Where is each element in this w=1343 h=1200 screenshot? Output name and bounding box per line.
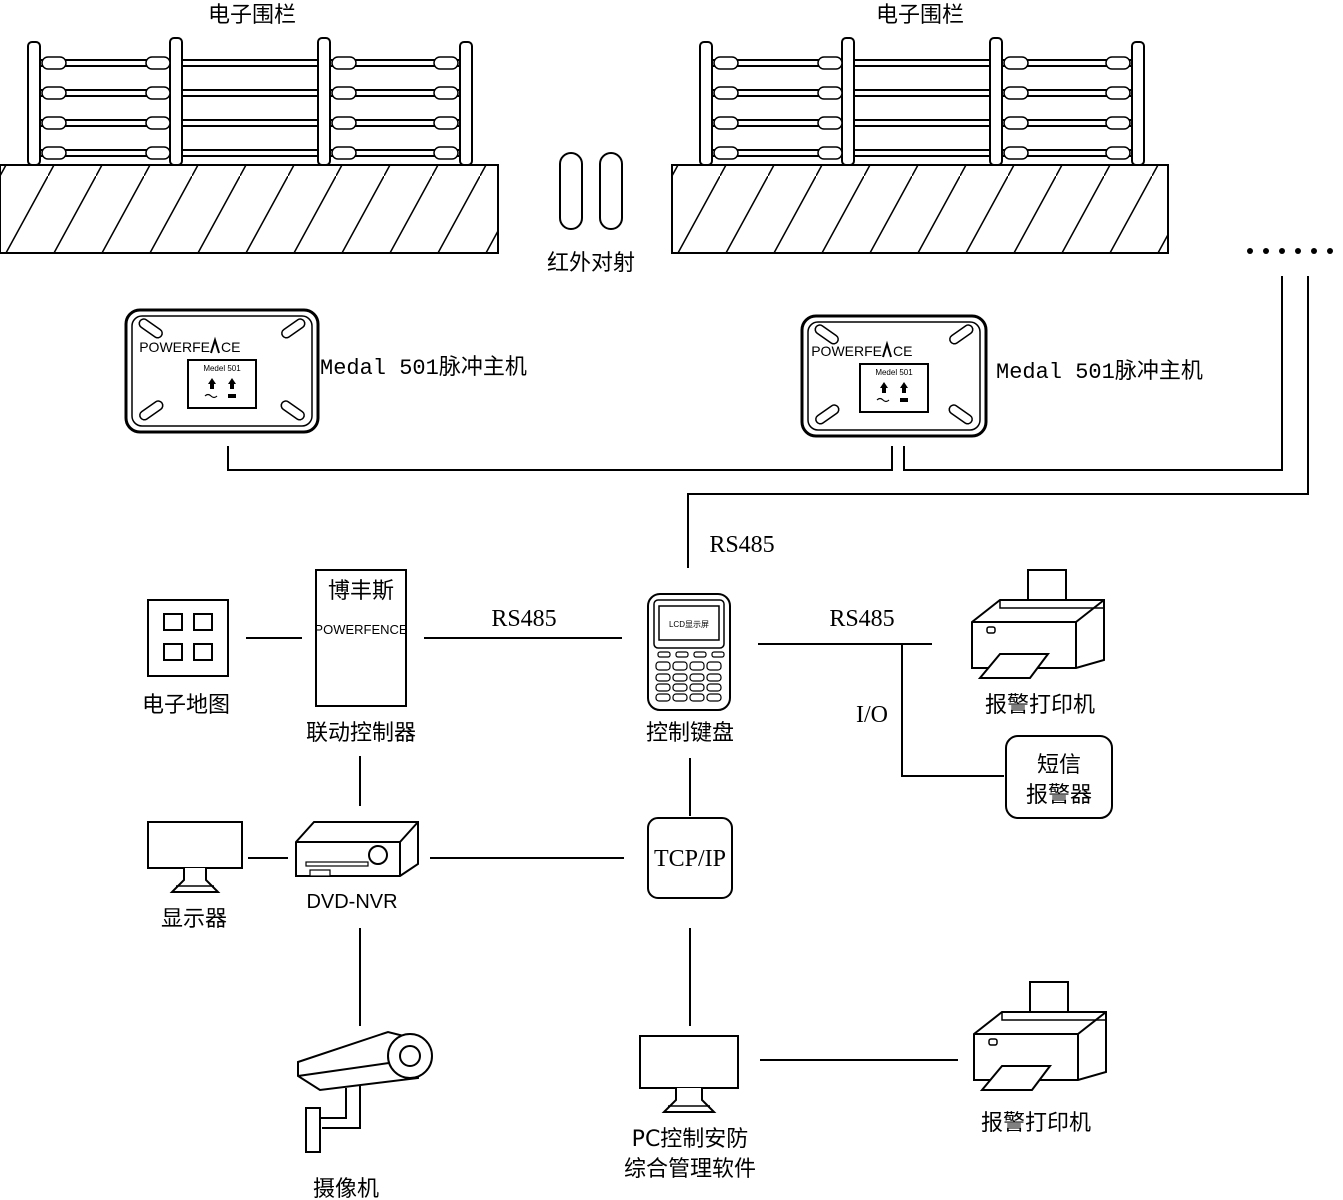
printer-bottom-label: 报警打印机 — [981, 1111, 1091, 1136]
status-arrow-icon — [880, 382, 908, 393]
indicator-icon — [900, 398, 908, 402]
left-fence-base — [0, 164, 499, 254]
infrared-beam: 红外对射 — [547, 152, 635, 276]
pulse-host-brand: POWERFE — [139, 339, 210, 355]
more-devices-ellipsis — [1247, 248, 1333, 254]
brand-pulse-icon — [882, 340, 892, 358]
status-arrow-icon — [208, 378, 236, 389]
pulse-host-panel — [859, 363, 929, 413]
pulse-host-model: Medel 501 — [203, 364, 241, 373]
tcpip-label: TCP/IP — [654, 846, 726, 872]
pc-stand-icon — [661, 1088, 717, 1113]
pulse-host-right: POWERFE CE Medel 501 Medal 501脉冲主机 — [800, 314, 1203, 438]
left-fence-posts — [27, 37, 473, 166]
camera-mount-icon — [318, 1088, 347, 1119]
left-fence-insulators — [41, 56, 459, 160]
printer-paper-icon — [979, 1065, 1052, 1091]
pc-management-software: PC控制安防 综合管理软件 — [624, 1035, 756, 1182]
infrared-label: 红外对射 — [547, 251, 635, 276]
rs485-left-label: RS485 — [491, 606, 556, 632]
io-label: I/O — [856, 702, 888, 728]
monitor-label: 显示器 — [161, 907, 227, 932]
rs485-right-label: RS485 — [829, 606, 894, 632]
pulse-host-brand-suffix: CE — [893, 343, 912, 359]
mounting-screw-icon — [138, 318, 306, 421]
control-keypad: LCD显示屏 控制键盘 — [646, 593, 734, 746]
display-monitor: 显示器 — [147, 821, 243, 932]
alarm-printer-top: 报警打印机 — [971, 569, 1105, 718]
alarm-printer-bottom: 报警打印机 — [973, 981, 1107, 1136]
pc-label-line2: 综合管理软件 — [624, 1157, 756, 1182]
right-fence-posts — [699, 37, 1145, 166]
disc-slot-icon — [305, 861, 369, 867]
pulse-host-right-label: Medal 501脉冲主机 — [996, 359, 1203, 385]
rs485-trunk — [687, 276, 1309, 568]
linkage-controller-box — [315, 569, 407, 707]
keypad-label: 控制键盘 — [646, 721, 734, 746]
linkage-controller: 博丰斯 POWERFENCE 联动控制器 — [306, 569, 416, 746]
pulse-hosts-bus — [227, 446, 893, 471]
infrared-emitter-icon — [559, 152, 583, 230]
printer-top-label: 报警打印机 — [985, 693, 1095, 718]
left-electric-fence: 电子围栏 — [0, 3, 499, 254]
brand-pulse-icon — [210, 336, 220, 354]
pulse-host-model: Medel 501 — [875, 368, 913, 377]
pulse-host-left-label: Medal 501脉冲主机 — [320, 355, 527, 381]
monitor-screen-icon — [147, 821, 243, 869]
extension-bus — [903, 276, 1283, 471]
pulse-host-left: POWERFE CE Medel 501 Medal 501脉冲主机 — [124, 308, 527, 434]
right-fence-base — [671, 164, 1169, 254]
surveillance-camera: 摄像机 — [297, 1030, 433, 1200]
infrared-receiver-icon — [599, 152, 623, 230]
wave-icon — [204, 393, 218, 399]
nvr-label: DVD-NVR — [306, 891, 397, 913]
sms-label-line1: 短信 — [1037, 753, 1081, 778]
connection-lines — [227, 276, 1309, 1061]
pc-label-line1: PC控制安防 — [632, 1127, 749, 1152]
camera-label: 摄像机 — [313, 1177, 379, 1200]
io-to-sms-line — [901, 644, 1004, 777]
pulse-host-panel — [187, 359, 257, 409]
right-fence-insulators — [713, 56, 1131, 160]
map-grid-icon — [147, 599, 229, 677]
monitor-stand-icon — [169, 868, 221, 893]
linkage-label: 联动控制器 — [306, 721, 416, 746]
dvd-nvr: DVD-NVR — [295, 821, 419, 913]
map-label: 电子地图 — [142, 693, 230, 718]
indicator-icon — [228, 394, 236, 398]
electronic-map: 电子地图 — [142, 599, 230, 718]
linkage-brand-en: POWERFENCE — [314, 622, 408, 637]
pulse-host-brand: POWERFE — [811, 343, 882, 359]
keypad-button-grid — [655, 651, 725, 702]
left-fence-wires — [34, 59, 466, 157]
right-fence-wires — [706, 59, 1138, 157]
lcd-screen-label: LCD显示屏 — [669, 620, 709, 629]
wave-icon — [876, 397, 890, 403]
left-fence-label: 电子围栏 — [208, 3, 296, 28]
sms-alarm: 短信 报警器 — [1005, 735, 1113, 819]
mounting-screw-icon — [814, 324, 974, 425]
printer-paper-tray-icon — [1029, 981, 1069, 1015]
rs485-top-label: RS485 — [709, 532, 774, 558]
lcd-screen — [658, 605, 720, 641]
pulse-host-brand-suffix: CE — [221, 339, 240, 355]
nvr-knob-icon — [368, 845, 388, 865]
linkage-brand-cn: 博丰斯 — [328, 579, 394, 604]
right-electric-fence: 电子围栏 — [671, 3, 1169, 254]
tcpip-gateway: TCP/IP — [647, 817, 733, 899]
printer-paper-tray-icon — [1027, 569, 1067, 603]
pc-monitor-icon — [639, 1035, 739, 1089]
right-fence-label: 电子围栏 — [876, 3, 964, 28]
printer-paper-icon — [977, 653, 1050, 679]
sms-label-line2: 报警器 — [1026, 783, 1092, 808]
